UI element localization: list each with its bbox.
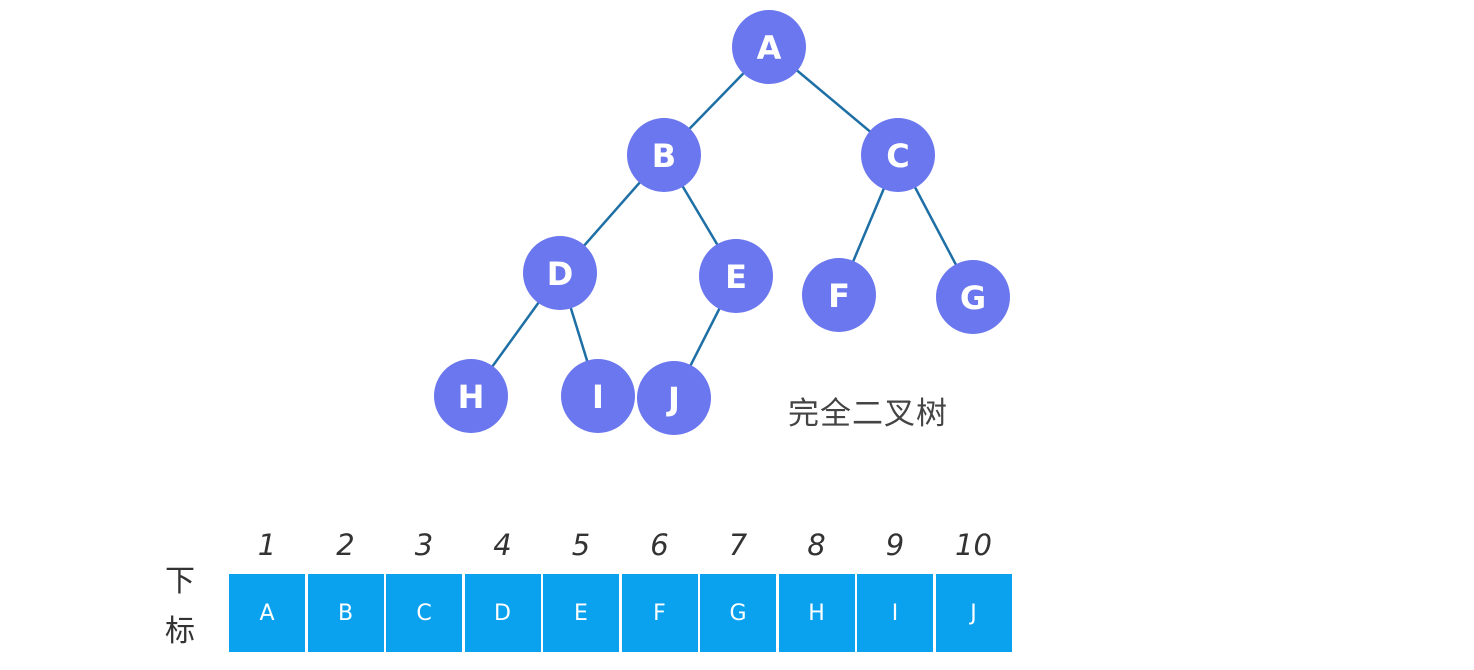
array-cell-value: G xyxy=(729,600,747,626)
array-cell-2: B xyxy=(307,574,384,652)
tree-node-circle-D xyxy=(523,236,597,310)
tree-node-C: C xyxy=(861,118,935,192)
tree-edges xyxy=(469,46,975,399)
tree-node-label-G: G xyxy=(960,279,986,317)
tree-node-label-A: A xyxy=(757,29,782,67)
tree-node-A: A xyxy=(732,10,806,84)
index-label-bottom: 标 xyxy=(165,614,195,649)
array-index-2: 2 xyxy=(336,528,355,562)
array-index-9: 9 xyxy=(885,528,905,562)
tree-node-circle-J xyxy=(637,361,711,435)
array-index-6: 6 xyxy=(650,528,669,562)
tree-caption: 完全二叉树 xyxy=(788,396,948,432)
array-cell-value: E xyxy=(574,600,588,626)
tree-node-G: G xyxy=(936,260,1010,334)
tree-node-label-J: J xyxy=(666,380,680,418)
tree-node-label-C: C xyxy=(886,137,909,175)
array-cell-value: B xyxy=(337,600,354,626)
tree-node-label-E: E xyxy=(725,258,747,296)
index-label-top: 下 xyxy=(165,564,195,599)
array-index-5: 5 xyxy=(571,528,591,562)
array-cell-4: D xyxy=(464,574,541,652)
array-cell-5: E xyxy=(543,574,619,652)
tree-node-H: H xyxy=(434,359,508,433)
tree-node-circle-G xyxy=(936,260,1010,334)
tree-node-J: J xyxy=(637,361,711,435)
tree-node-circle-I xyxy=(561,359,635,433)
array-cell-1: A xyxy=(229,574,305,652)
array-cell-8: H xyxy=(778,574,855,652)
tree-node-F: F xyxy=(802,258,876,332)
tree-node-circle-F xyxy=(802,258,876,332)
array-cell-value: I xyxy=(891,600,899,626)
tree-node-label-D: D xyxy=(547,255,574,293)
tree-node-D: D xyxy=(523,236,597,310)
tree-node-label-F: F xyxy=(828,277,850,315)
array-cell-value: D xyxy=(494,600,511,626)
array-cell-value: H xyxy=(808,600,825,626)
array-index-3: 3 xyxy=(414,528,434,562)
array-cell-value: C xyxy=(416,600,432,626)
tree-node-label-H: H xyxy=(458,378,485,416)
array-index-4: 4 xyxy=(493,528,512,562)
array-index-10: 10 xyxy=(955,528,992,562)
tree-node-E: E xyxy=(699,239,773,313)
array-index-1: 1 xyxy=(257,528,277,562)
array-cell-6: F xyxy=(621,574,698,652)
array-cell-10: J xyxy=(935,574,1012,652)
tree-node-circle-B xyxy=(627,118,701,192)
tree-node-circle-A xyxy=(732,10,806,84)
array-cell-value: A xyxy=(259,600,275,626)
tree-node-I: I xyxy=(561,359,635,433)
array-index-8: 8 xyxy=(807,528,826,562)
tree-nodes: A B C D E F G H I J xyxy=(434,10,1010,435)
tree-node-circle-H xyxy=(434,359,508,433)
array-cell-9: I xyxy=(857,574,933,652)
tree-node-circle-E xyxy=(699,239,773,313)
array-cell-value: F xyxy=(653,600,666,626)
tree-node-B: B xyxy=(627,118,701,192)
array-cell-7: G xyxy=(700,574,776,652)
array-cell-value: J xyxy=(970,600,977,626)
tree-node-circle-C xyxy=(861,118,935,192)
array-cell-3: C xyxy=(386,574,462,652)
array-index-7: 7 xyxy=(728,528,748,562)
tree-node-label-I: I xyxy=(592,378,604,416)
tree-node-label-B: B xyxy=(652,137,676,175)
